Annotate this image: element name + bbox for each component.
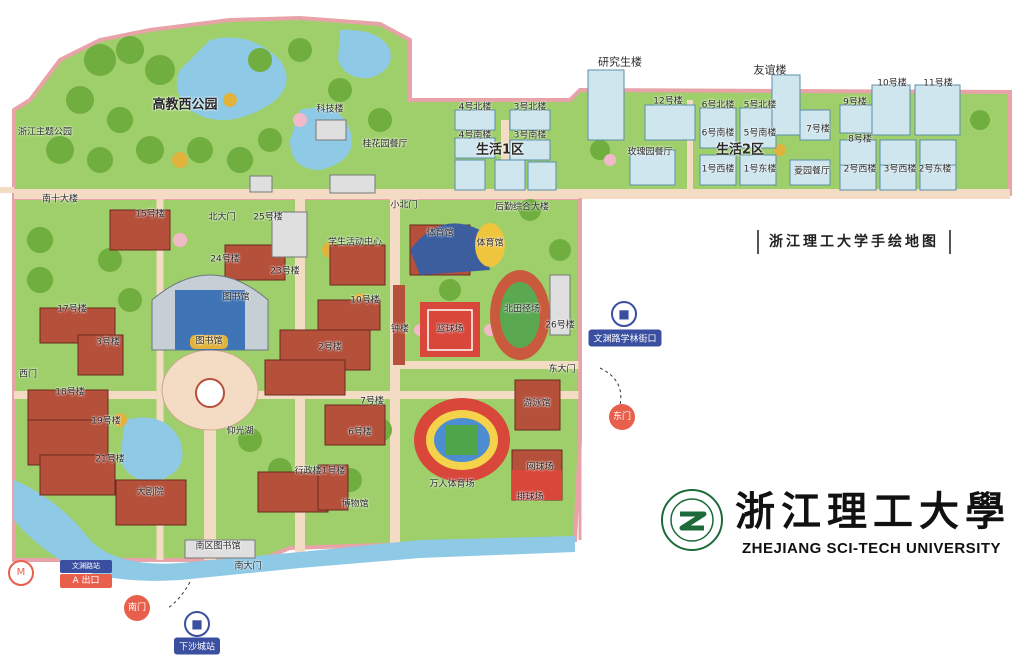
label-b7-main: 7号楼	[360, 396, 384, 407]
label-b18: 18号楼	[55, 387, 85, 398]
label-b3w: 3号西楼	[883, 164, 917, 175]
label-volleyball: 排球场	[516, 492, 544, 503]
label-b26: 26号楼	[545, 320, 575, 331]
label-library-sign: 图书馆	[195, 336, 223, 347]
label-student-center: 学生活动中心	[327, 237, 383, 248]
label-b6s: 6号南楼	[701, 128, 735, 139]
label-lake: 仰光湖	[226, 426, 254, 437]
label-b25: 25号楼	[253, 212, 283, 223]
label-b12: 12号楼	[653, 96, 683, 107]
bus-stop-south[interactable]: 下沙城站	[173, 637, 221, 655]
label-b17: 17号楼	[57, 304, 87, 315]
label-b11: 11号楼	[923, 78, 953, 89]
label-b3: 3号楼	[96, 337, 120, 348]
label-mei-restaurant: 玫瑰园餐厅	[627, 147, 673, 158]
label-theater: 大剧院	[136, 487, 164, 498]
label-living-zone-1: 生活1区	[475, 142, 525, 158]
label-basketball: 篮球场	[436, 324, 464, 335]
label-b5n: 5号北楼	[743, 100, 777, 111]
label-b6n: 6号北楼	[701, 100, 735, 111]
university-name-en: ZHEJIANG SCI-TECH UNIVERSITY	[742, 540, 1002, 557]
bus-stop-east[interactable]: 文渊路学林街口	[588, 329, 662, 347]
label-friendship-building: 友谊楼	[753, 63, 787, 77]
bus-icon: ■	[611, 301, 637, 327]
label-b2w: 2号西楼	[843, 164, 877, 175]
label-guihua-restaurant: 桂花园餐厅	[362, 139, 408, 150]
label-b1e: 1号东楼	[743, 164, 777, 175]
label-b20: 南十大楼	[41, 194, 79, 205]
label-b1w: 1号西楼	[701, 164, 735, 175]
label-b24: 24号楼	[210, 254, 240, 265]
label-gym-hall: 体育馆	[426, 228, 454, 239]
label-b21: 21号楼	[95, 454, 125, 465]
label-b5s: 5号南楼	[743, 128, 777, 139]
label-west-gate: 西门	[18, 369, 38, 380]
label-living-zone-2: 生活2区	[715, 142, 765, 158]
label-b10: 10号楼	[877, 78, 907, 89]
label-admin-b1: 行政楼1号楼	[294, 466, 346, 477]
label-b15: 15号楼	[135, 209, 165, 220]
metro-station[interactable]: 文渊路站	[60, 560, 112, 573]
label-east-gate: 东大门	[548, 364, 576, 375]
label-b7: 7号楼	[806, 124, 830, 135]
label-stadium: 万人体育场	[429, 479, 475, 490]
label-b3s: 3号南楼	[513, 130, 547, 141]
label-b23: 23号楼	[270, 266, 300, 277]
south-gate-marker[interactable]: 南门	[124, 595, 150, 621]
metro-icon: M	[8, 560, 34, 586]
label-museum: 博物馆	[341, 499, 369, 510]
label-north-field: 北田径场	[503, 304, 541, 315]
map-title: 浙江理工大学手绘地图	[757, 230, 951, 254]
label-north-gate: 北大门	[208, 212, 236, 223]
label-expo-hall: 体育馆	[476, 238, 504, 249]
label-b9: 9号楼	[843, 97, 867, 108]
label-zhejiang-park: 浙江主题公园	[17, 127, 73, 138]
label-b3n: 3号北楼	[513, 102, 547, 113]
label-grad-building: 研究生楼	[598, 55, 642, 69]
university-name-cn: 浙江理工大學	[735, 488, 1011, 535]
label-b4s: 4号南楼	[458, 130, 492, 141]
label-library: 图书馆	[222, 292, 250, 303]
label-small-north-gate: 小北门	[390, 200, 418, 211]
label-admin-building: 后勤综合大楼	[494, 202, 550, 213]
label-science-building: 科技楼	[316, 104, 344, 115]
label-b19: 19号楼	[91, 416, 121, 427]
label-tennis: 网球场	[526, 462, 554, 473]
bus-icon-south: ■	[184, 611, 210, 637]
metro-exit-a[interactable]: A 出口	[60, 574, 112, 588]
label-ling-restaurant: 菱园餐厅	[793, 166, 831, 177]
label-bell-tower: 钟楼	[390, 324, 410, 335]
label-b4n: 4号北楼	[458, 102, 492, 113]
east-gate-marker[interactable]: 东门	[609, 404, 635, 430]
label-b10-main: 10号楼	[350, 295, 380, 306]
label-b2: 2号楼	[318, 342, 342, 353]
label-b8: 8号楼	[848, 134, 872, 145]
label-b2e: 2号东楼	[918, 164, 952, 175]
label-south-library: 南区图书馆	[195, 541, 241, 552]
label-south-gate: 南大门	[234, 561, 262, 572]
label-b6-main: 6号楼	[348, 427, 372, 438]
label-gaojiao-park: 高教西公园	[152, 97, 218, 113]
label-swim: 游泳馆	[523, 398, 551, 409]
university-logo	[661, 489, 723, 551]
